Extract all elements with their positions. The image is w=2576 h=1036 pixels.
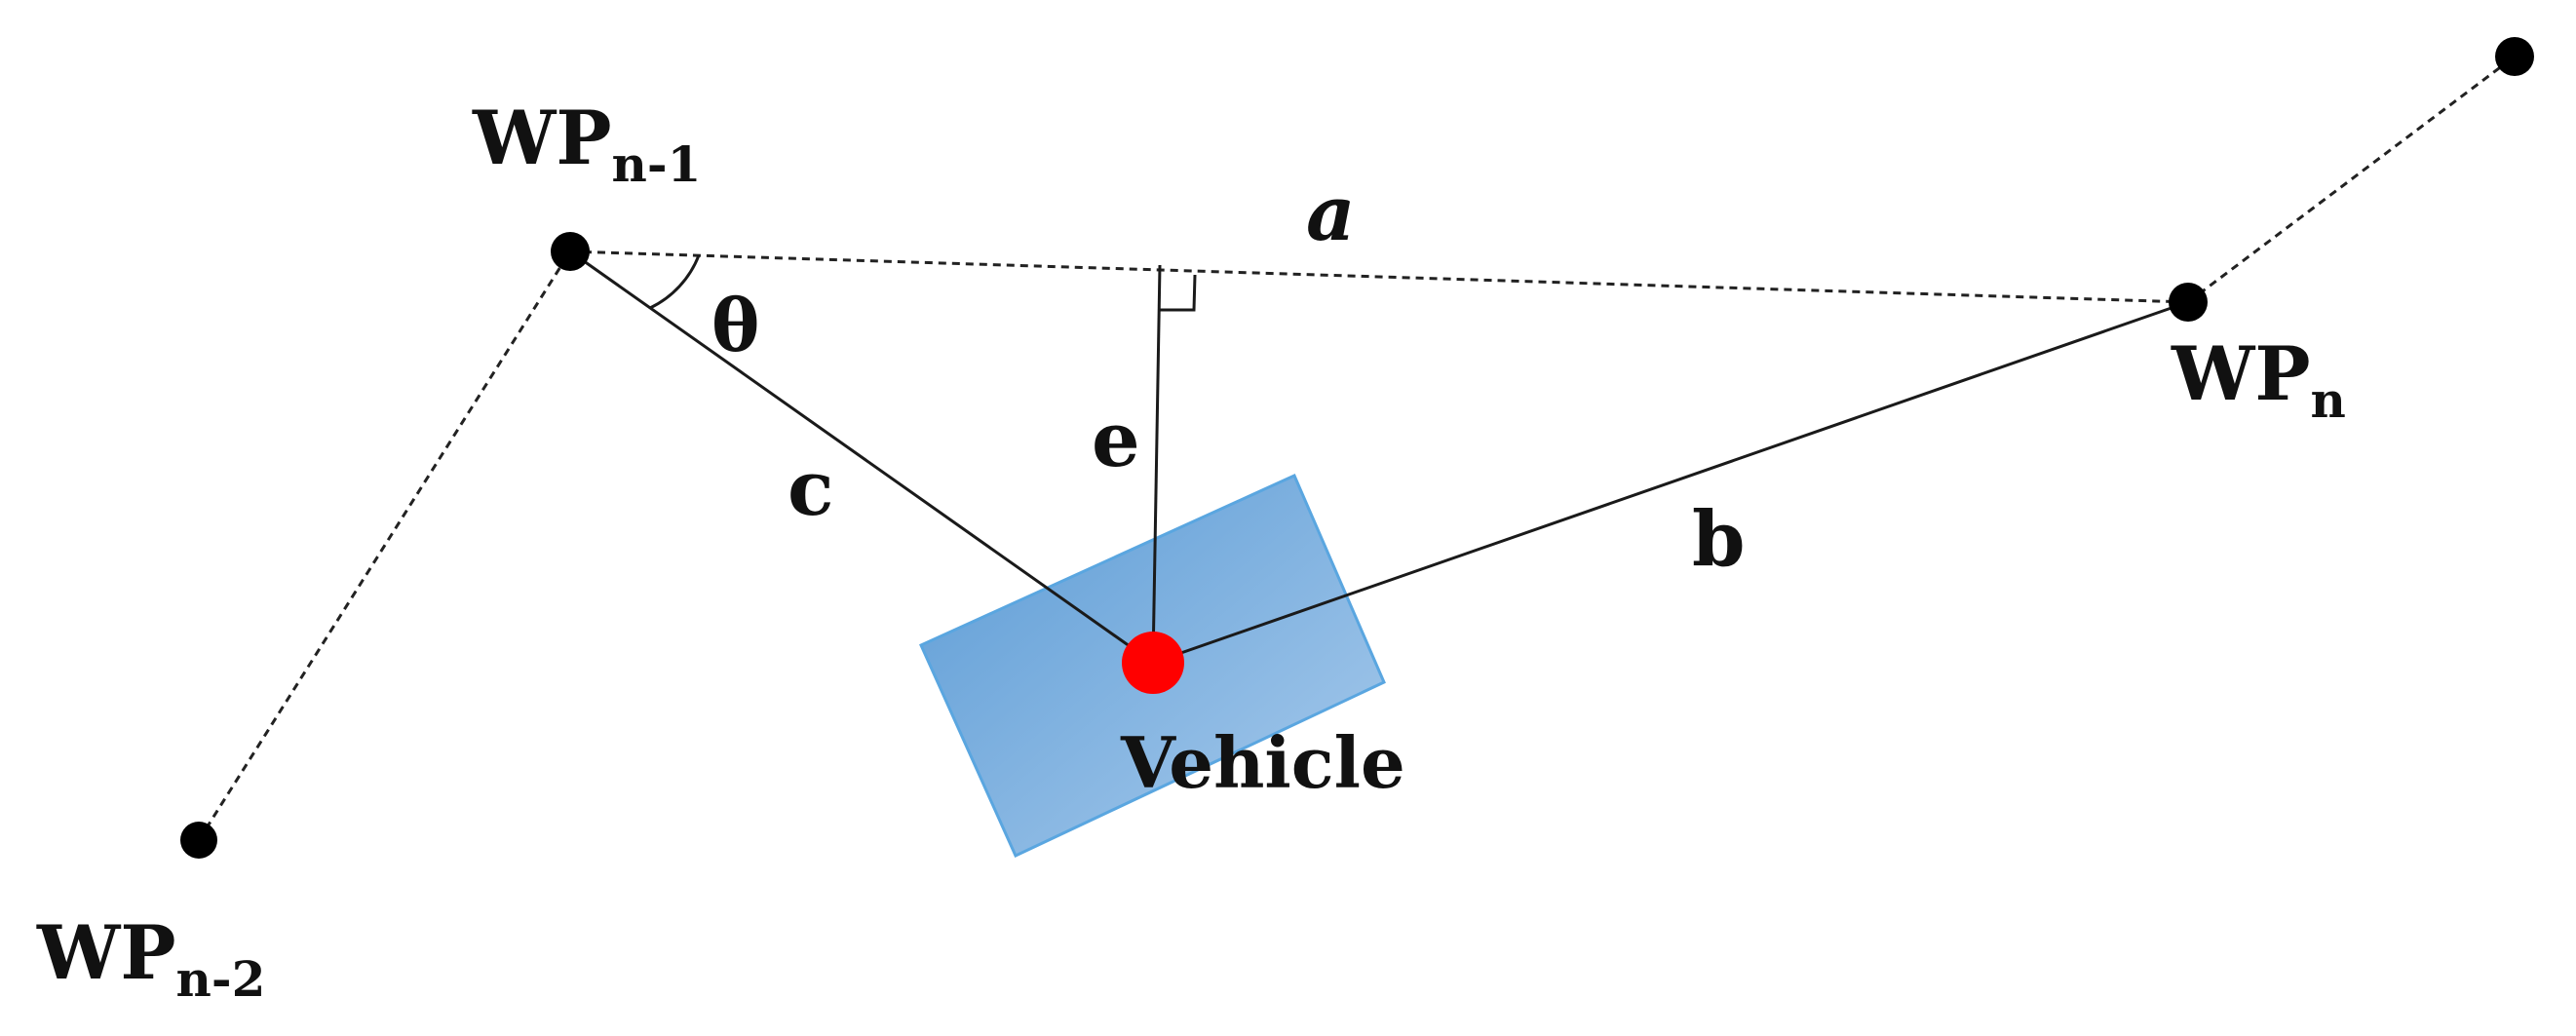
segment-b: [1152, 300, 2189, 665]
segment-e: [1151, 264, 1162, 664]
waypoint-n-marker: [2169, 283, 2208, 322]
label-a: a: [1306, 170, 1356, 258]
label-theta: θ: [711, 285, 759, 368]
right-angle-marker: [1159, 274, 1197, 312]
vehicle-point: [1122, 632, 1184, 694]
label-wp-n-2: WPn-2: [36, 909, 265, 1008]
label-e: e: [1092, 396, 1140, 484]
label-wp-n-1: WPn-1: [472, 95, 701, 193]
label-b: b: [1692, 495, 1746, 584]
waypoint-next-marker: [2495, 37, 2534, 76]
label-wp-n: WPn: [2171, 330, 2346, 429]
segment-a: [569, 249, 2189, 304]
waypoint-n-2-marker: [180, 822, 217, 859]
angle-arc: [649, 254, 701, 310]
label-vehicle: Vehicle: [1120, 721, 1405, 804]
path-segment-wp-n-to-next: [2187, 55, 2516, 304]
path-segment-wp-n-2-to-wp-n-1: [197, 250, 572, 841]
segment-c: [569, 249, 1154, 665]
label-c: c: [788, 444, 834, 533]
waypoint-n-1-marker: [551, 232, 590, 271]
